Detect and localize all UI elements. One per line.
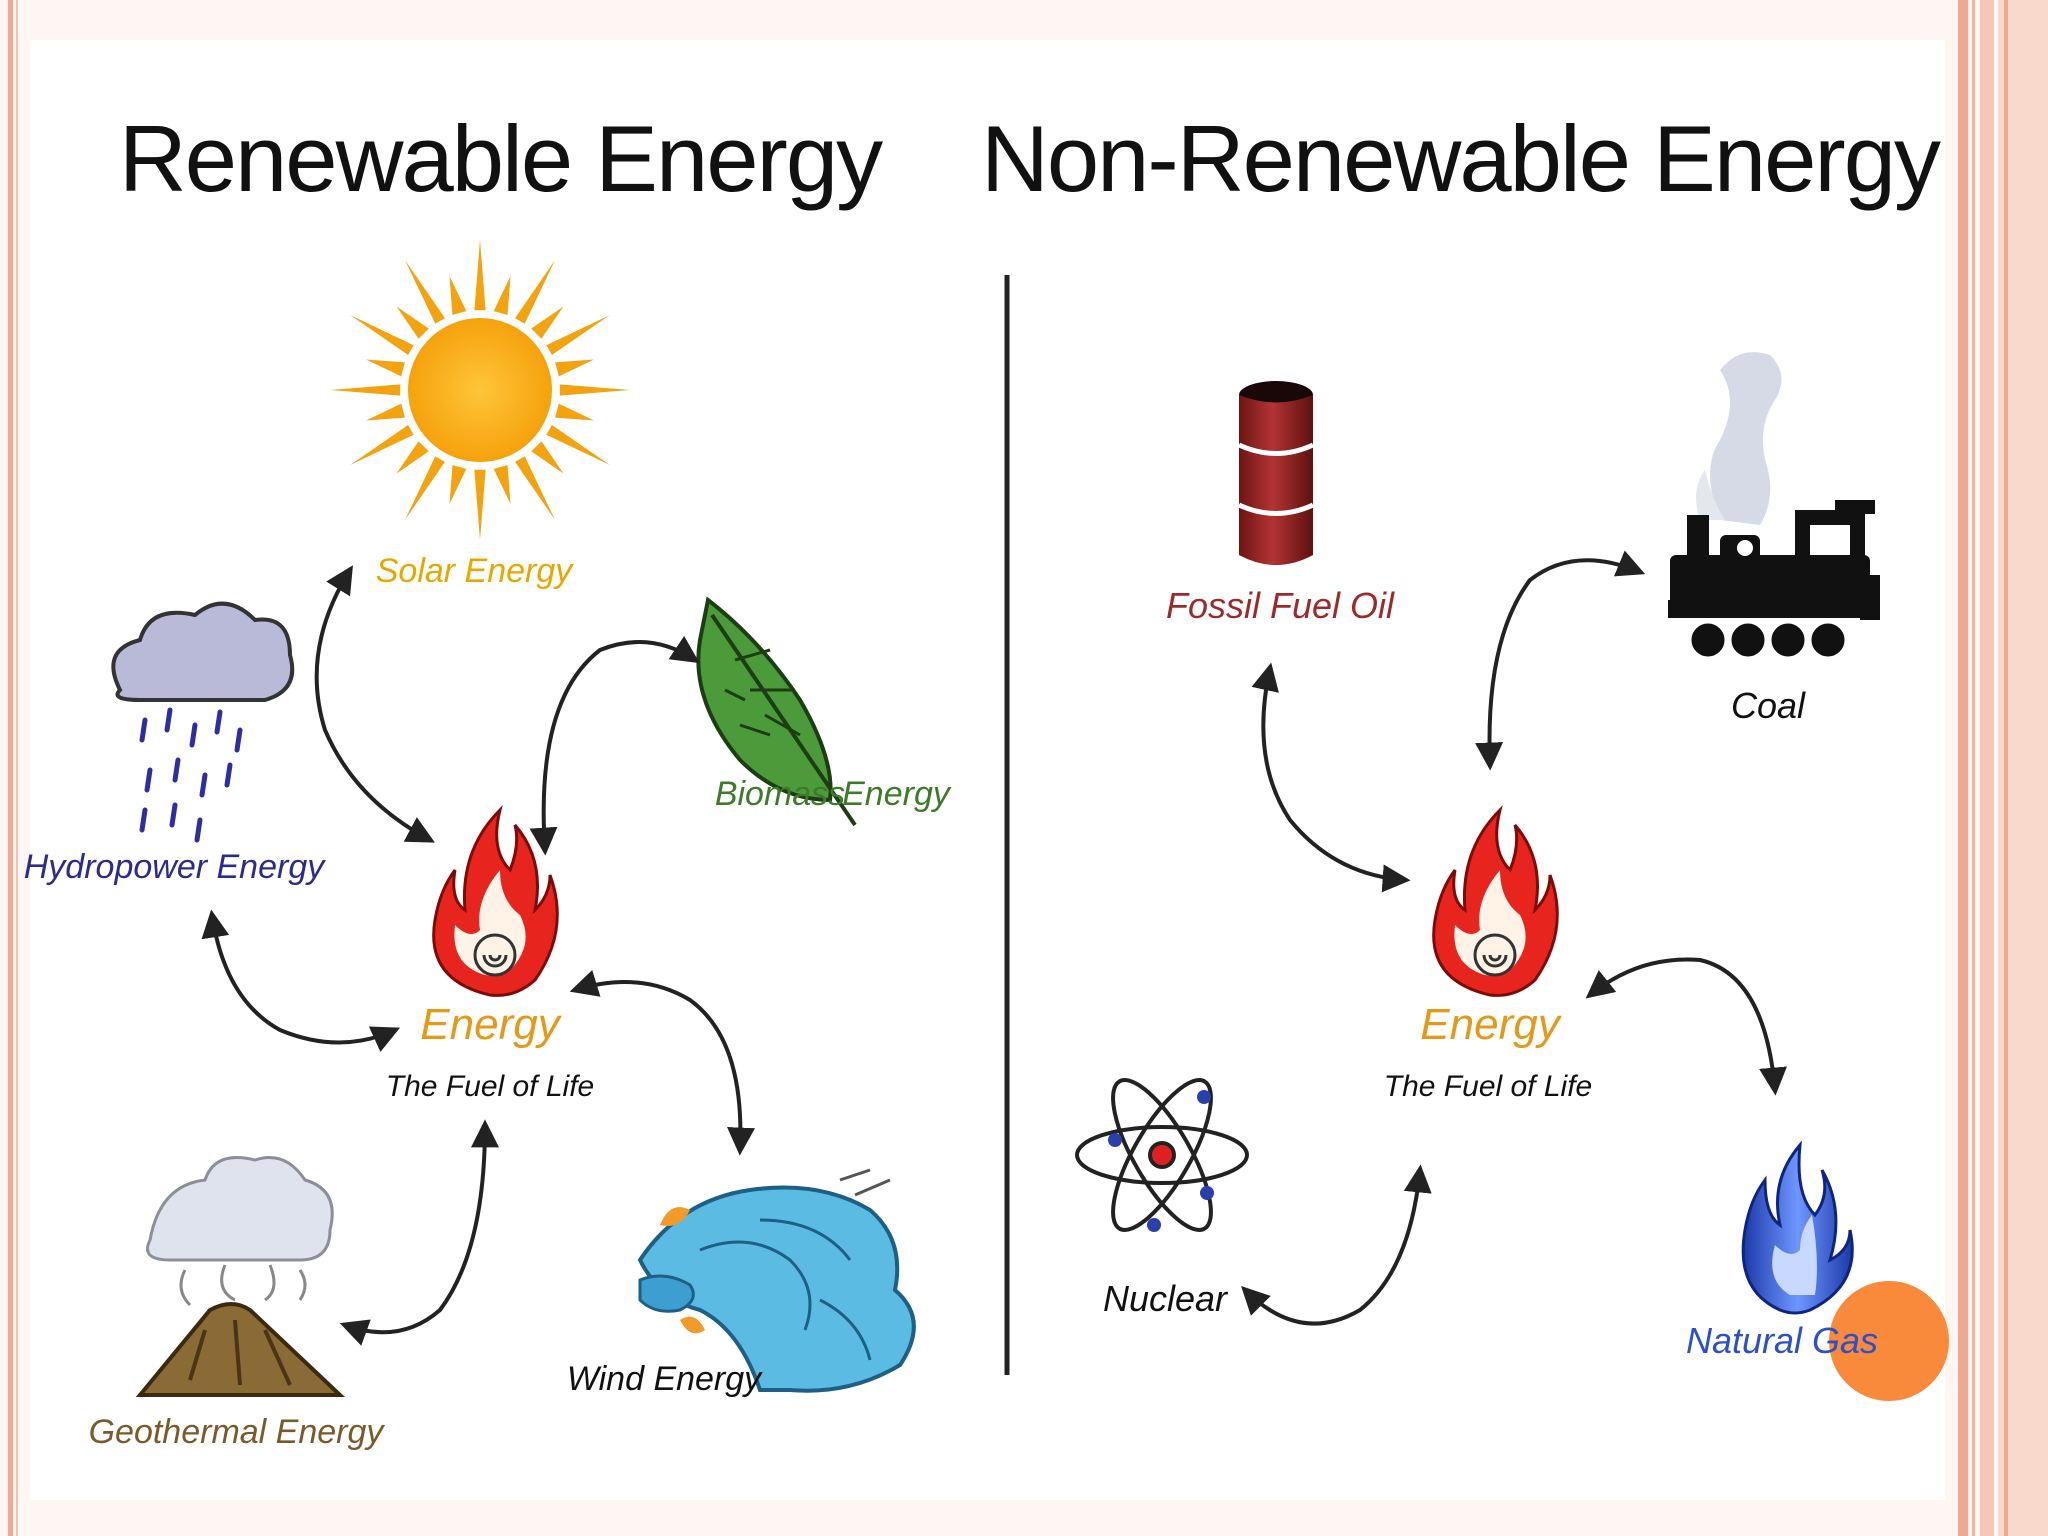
sun-ray bbox=[396, 306, 429, 339]
slide-border bbox=[8, 0, 2048, 1536]
sun-ray bbox=[531, 441, 564, 474]
sun-ray bbox=[474, 469, 486, 540]
sun-ray bbox=[405, 260, 445, 324]
sun-ray bbox=[366, 403, 405, 421]
oil-barrel-icon bbox=[1237, 381, 1315, 565]
natural-gas-label: Natural Gas bbox=[1685, 1320, 1879, 1361]
sun-icon bbox=[330, 240, 630, 540]
sun-ray bbox=[350, 425, 414, 465]
energy-label: Energy bbox=[420, 1000, 560, 1049]
geothermal-energy-label: Geothermal Energy bbox=[88, 1413, 384, 1451]
sun-ray bbox=[493, 276, 511, 315]
volcano-icon bbox=[135, 1156, 346, 1397]
fuel-of-life-label-right: The Fuel of Life bbox=[1383, 1070, 1593, 1103]
energy-label-right: Energy bbox=[1420, 1000, 1560, 1049]
sun-ray bbox=[449, 465, 467, 504]
accent-dot bbox=[1829, 1281, 1949, 1401]
renewable-title: Renewable Energy bbox=[118, 106, 883, 211]
wind-energy-label: Wind Energy bbox=[566, 1360, 762, 1398]
sun-ray bbox=[330, 384, 401, 396]
sun-ray bbox=[405, 456, 445, 520]
leaf-icon bbox=[696, 596, 857, 827]
sun-ray bbox=[515, 260, 555, 324]
sun-ray bbox=[515, 456, 555, 520]
coal-label: Coal bbox=[1730, 685, 1806, 726]
sun-ray bbox=[555, 359, 594, 377]
biomass-energy-label: Energy bbox=[842, 775, 950, 813]
renewable-arrows bbox=[201, 565, 755, 1346]
atom-icon bbox=[1075, 1078, 1249, 1232]
fossil-fuel-oil-label: Fossil Fuel Oil bbox=[1165, 585, 1395, 626]
sun-ray bbox=[546, 425, 610, 465]
sun-ray bbox=[474, 240, 486, 311]
sun-ray bbox=[559, 384, 630, 396]
sun-ray bbox=[350, 315, 414, 355]
sun-ray bbox=[449, 276, 467, 315]
sun-ray bbox=[546, 315, 610, 355]
sun-ray bbox=[396, 441, 429, 474]
energy-flame-icon bbox=[1432, 805, 1559, 997]
coal-train-icon bbox=[1668, 352, 1880, 660]
fuel-of-life-label: The Fuel of Life bbox=[385, 1070, 595, 1103]
non-renewable-arrows bbox=[1241, 550, 1788, 1326]
sun-ray bbox=[493, 465, 511, 504]
solar-energy-label: Solar Energy bbox=[375, 552, 573, 590]
sun-ray bbox=[531, 306, 564, 339]
non-renewable-title: Non-Renewable Energy bbox=[980, 106, 1941, 211]
biomass-label: Biomass bbox=[714, 775, 846, 813]
nuclear-label: Nuclear bbox=[1102, 1278, 1228, 1319]
sun-ray bbox=[555, 403, 594, 421]
energy-flame-icon bbox=[432, 805, 559, 997]
rain-cloud-icon bbox=[111, 601, 295, 843]
wind-wave-icon bbox=[637, 1168, 916, 1393]
hydropower-energy-label: Hydropower Energy bbox=[23, 848, 325, 886]
sun-ray bbox=[366, 359, 405, 377]
natural-gas-flame-icon bbox=[1741, 1140, 1854, 1315]
